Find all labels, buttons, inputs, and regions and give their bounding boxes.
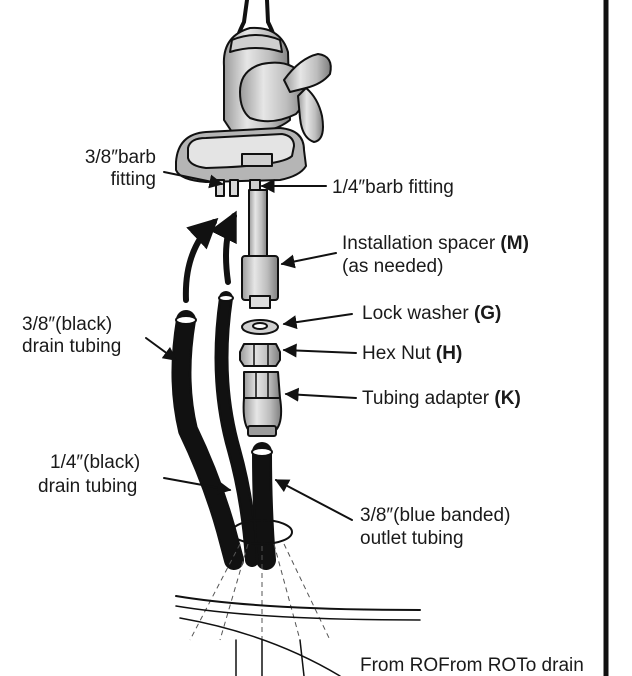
label-lock-washer-text: Lock washer [362,303,474,324]
leader-spacer [280,252,337,269]
leader-outlet [274,479,353,521]
label-outlet-line1: 3/8″(blue banded) [360,505,510,526]
leader-tubing-adapter [284,387,357,402]
label-tubing-adapter: Tubing adapter (K) [362,388,521,409]
label-installation-spacer-code: (M) [500,233,528,254]
label-footer: From ROFrom ROTo drain [360,655,584,676]
lock-washer-hole [252,322,268,330]
label-barb-38-line2: fitting [111,169,156,190]
label-drain-14-line2: drain tubing [38,476,137,497]
arrow-38-tube-to-fitting [182,217,219,303]
tubing-group [171,291,276,570]
counter-hole [231,519,293,545]
leader-drain-38 [145,337,178,361]
under-counter-dashes [189,543,331,641]
label-installation-spacer-text: Installation spacer [342,233,500,254]
label-barb-14: 1/4″barb fitting [332,177,454,198]
tubing-adapter [242,371,283,437]
label-hex-nut-text: Hex Nut [362,343,436,364]
label-tubing-adapter-code: (K) [494,388,520,409]
label-barb-38-line1: 3/8″barb [85,147,156,168]
label-drain-38-line2: drain tubing [22,336,121,357]
hex-nut [239,343,281,367]
installation-spacer [241,255,279,309]
faucet-body [175,0,332,183]
label-hex-nut-code: (H) [436,343,462,364]
leader-lock-washer [282,313,353,330]
label-hex-nut: Hex Nut (H) [362,343,462,364]
counter-edge [175,595,421,676]
label-outlet-line2: outlet tubing [360,528,464,549]
label-lock-washer-code: (G) [474,303,501,324]
leader-hex-nut [282,343,357,358]
leader-drain-14 [163,477,232,495]
label-tubing-adapter-text: Tubing adapter [362,388,494,409]
label-drain-38-line1: 3/8″(black) [22,314,112,335]
arrow-14-tube-to-fitting [209,210,237,285]
label-installation-spacer-line2: (as needed) [342,256,443,277]
leader-barb-38 [163,171,224,189]
label-drain-14-line1: 1/4″(black) [50,452,140,473]
label-installation-spacer: Installation spacer (M) [342,233,529,254]
label-lock-washer: Lock washer (G) [362,303,501,324]
threaded-shank [248,189,268,263]
